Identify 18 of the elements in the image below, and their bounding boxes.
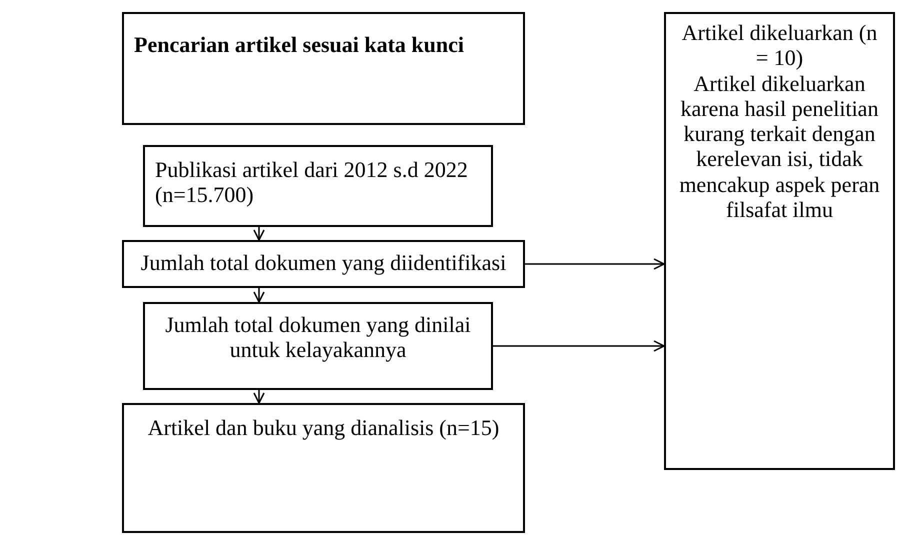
- box-text: Pencarian artikel sesuai kata kunci: [134, 32, 466, 58]
- box-text: Artikel dikeluarkan karena hasil penelitian kurang terkait dengan kerelevan isi, tidak mencakup aspek peran filsafat ilmu: [678, 70, 881, 222]
- process-box: [143, 145, 493, 227]
- arrow: [493, 340, 665, 352]
- process-box: [122, 12, 525, 125]
- process-box: [122, 240, 525, 288]
- arrow: [525, 258, 665, 270]
- process-box: [664, 12, 895, 470]
- process-box: [143, 302, 493, 390]
- box-text: Jumlah total dokumen yang diidentifikasi: [140, 250, 508, 276]
- box-text: Publikasi artikel dari 2012 s.d 2022 (n=15.700): [155, 157, 469, 208]
- arrow: [253, 227, 265, 241]
- process-box: [122, 403, 525, 533]
- box-text: Artikel dikeluarkan (n = 10): [680, 20, 878, 71]
- box-text: Jumlah total dokumen yang dinilai untuk kelayakannya: [164, 312, 472, 363]
- arrow: [253, 288, 265, 303]
- arrow: [253, 390, 265, 404]
- box-text: Artikel dan buku yang dianalisis (n=15): [146, 415, 500, 440]
